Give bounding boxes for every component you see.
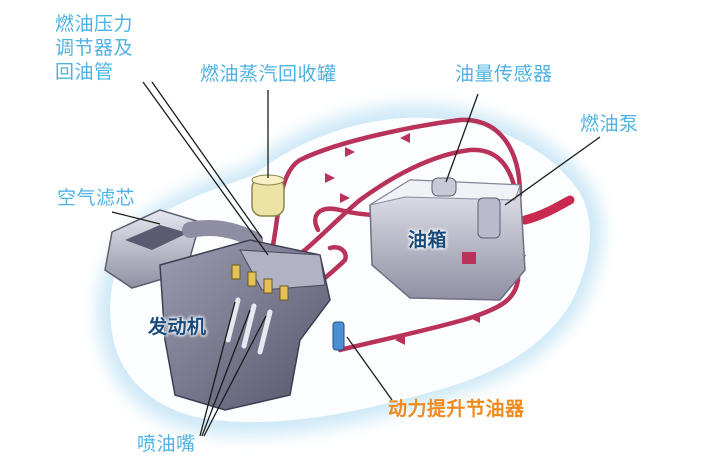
engine-shape: [159, 239, 331, 411]
return-line-middle: [277, 147, 521, 271]
injectors-rail: [231, 264, 289, 301]
label-fuel-level-sensor: 油量传感器: [455, 63, 553, 85]
label-pressure-regulator-line-1: 燃油压力: [55, 13, 134, 35]
label-pressure-regulator: 燃油压力 调节器及 回油管: [55, 12, 133, 84]
label-injectors: 喷油嘴: [137, 433, 196, 455]
flow-arrows: [325, 133, 526, 345]
power-regulator-shape: [332, 321, 345, 351]
label-power-fuel-regulator: 动力提升节油器: [388, 398, 525, 420]
leader-lines: [111, 81, 601, 437]
label-air-filter: 空气滤芯: [57, 187, 136, 209]
label-engine: 发动机: [148, 316, 207, 338]
supply-line-bottom: [337, 237, 521, 353]
label-fuel-tank: 油箱: [408, 229, 448, 251]
label-fuel-pump: 燃油泵: [580, 113, 639, 135]
vapor-canister-shape: [251, 174, 285, 217]
fuel-tank-shape: [369, 177, 526, 301]
filler-neck: [520, 195, 575, 225]
label-pressure-regulator-line-2: 调节器及: [55, 37, 134, 59]
label-vapor-canister: 燃油蒸汽回收罐: [200, 63, 337, 85]
label-pressure-regulator-line-3: 回油管: [55, 61, 114, 83]
